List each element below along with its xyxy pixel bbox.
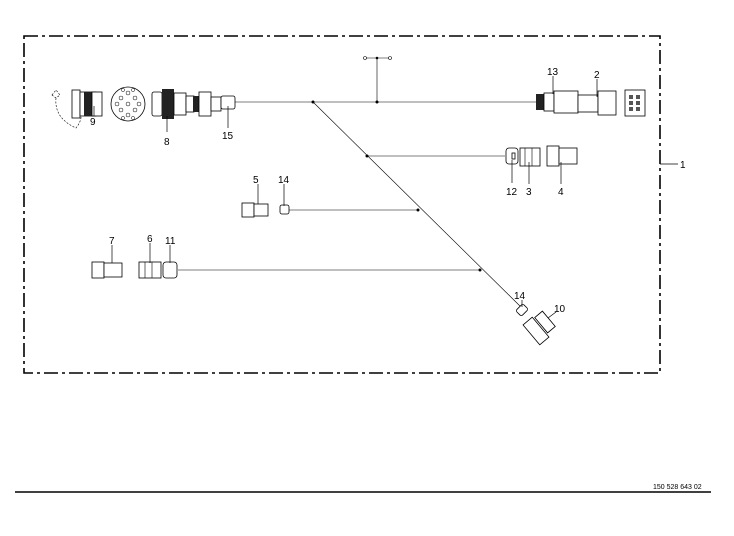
part-9-protective-cap [51,89,103,129]
callout-10: 10 [554,304,566,315]
part-4-connector [546,145,578,167]
part-14-terminal [279,204,290,215]
part-8-main-plug [151,89,222,119]
callout-3: 3 [526,187,532,198]
callouts: 9 8 15 13 2 1 12 3 4 5 14 7 6 11 14 10 [90,67,686,315]
callout-7: 7 [109,236,115,247]
part-11-seal [162,261,178,279]
part-14-terminal-lower [516,304,528,316]
callout-5: 5 [253,175,259,186]
callout-6: 6 [147,234,153,245]
callout-12: 12 [506,187,518,198]
leader-lines [93,76,678,319]
callout-14-lower: 14 [514,291,526,302]
callout-4: 4 [558,187,564,198]
part-10-connector [522,310,556,346]
callout-13: 13 [547,67,559,78]
part-13-plug [536,90,579,114]
assembly-boundary [23,35,661,374]
callout-9: 9 [90,117,96,128]
connector-pin-face [110,86,146,122]
part-3-connector [519,147,541,167]
callout-1: 1 [680,160,686,171]
part-7-connector [91,261,123,279]
callout-11: 11 [165,236,176,247]
wires [178,56,536,311]
callout-15: 15 [222,131,234,142]
part-2-connector [577,89,646,117]
callout-8: 8 [164,137,170,148]
callout-14: 14 [278,175,290,186]
document-number: 150 528 643 02 [653,484,702,491]
part-5-connector [241,202,269,218]
part-6-connector [138,261,162,279]
callout-2: 2 [594,70,600,81]
